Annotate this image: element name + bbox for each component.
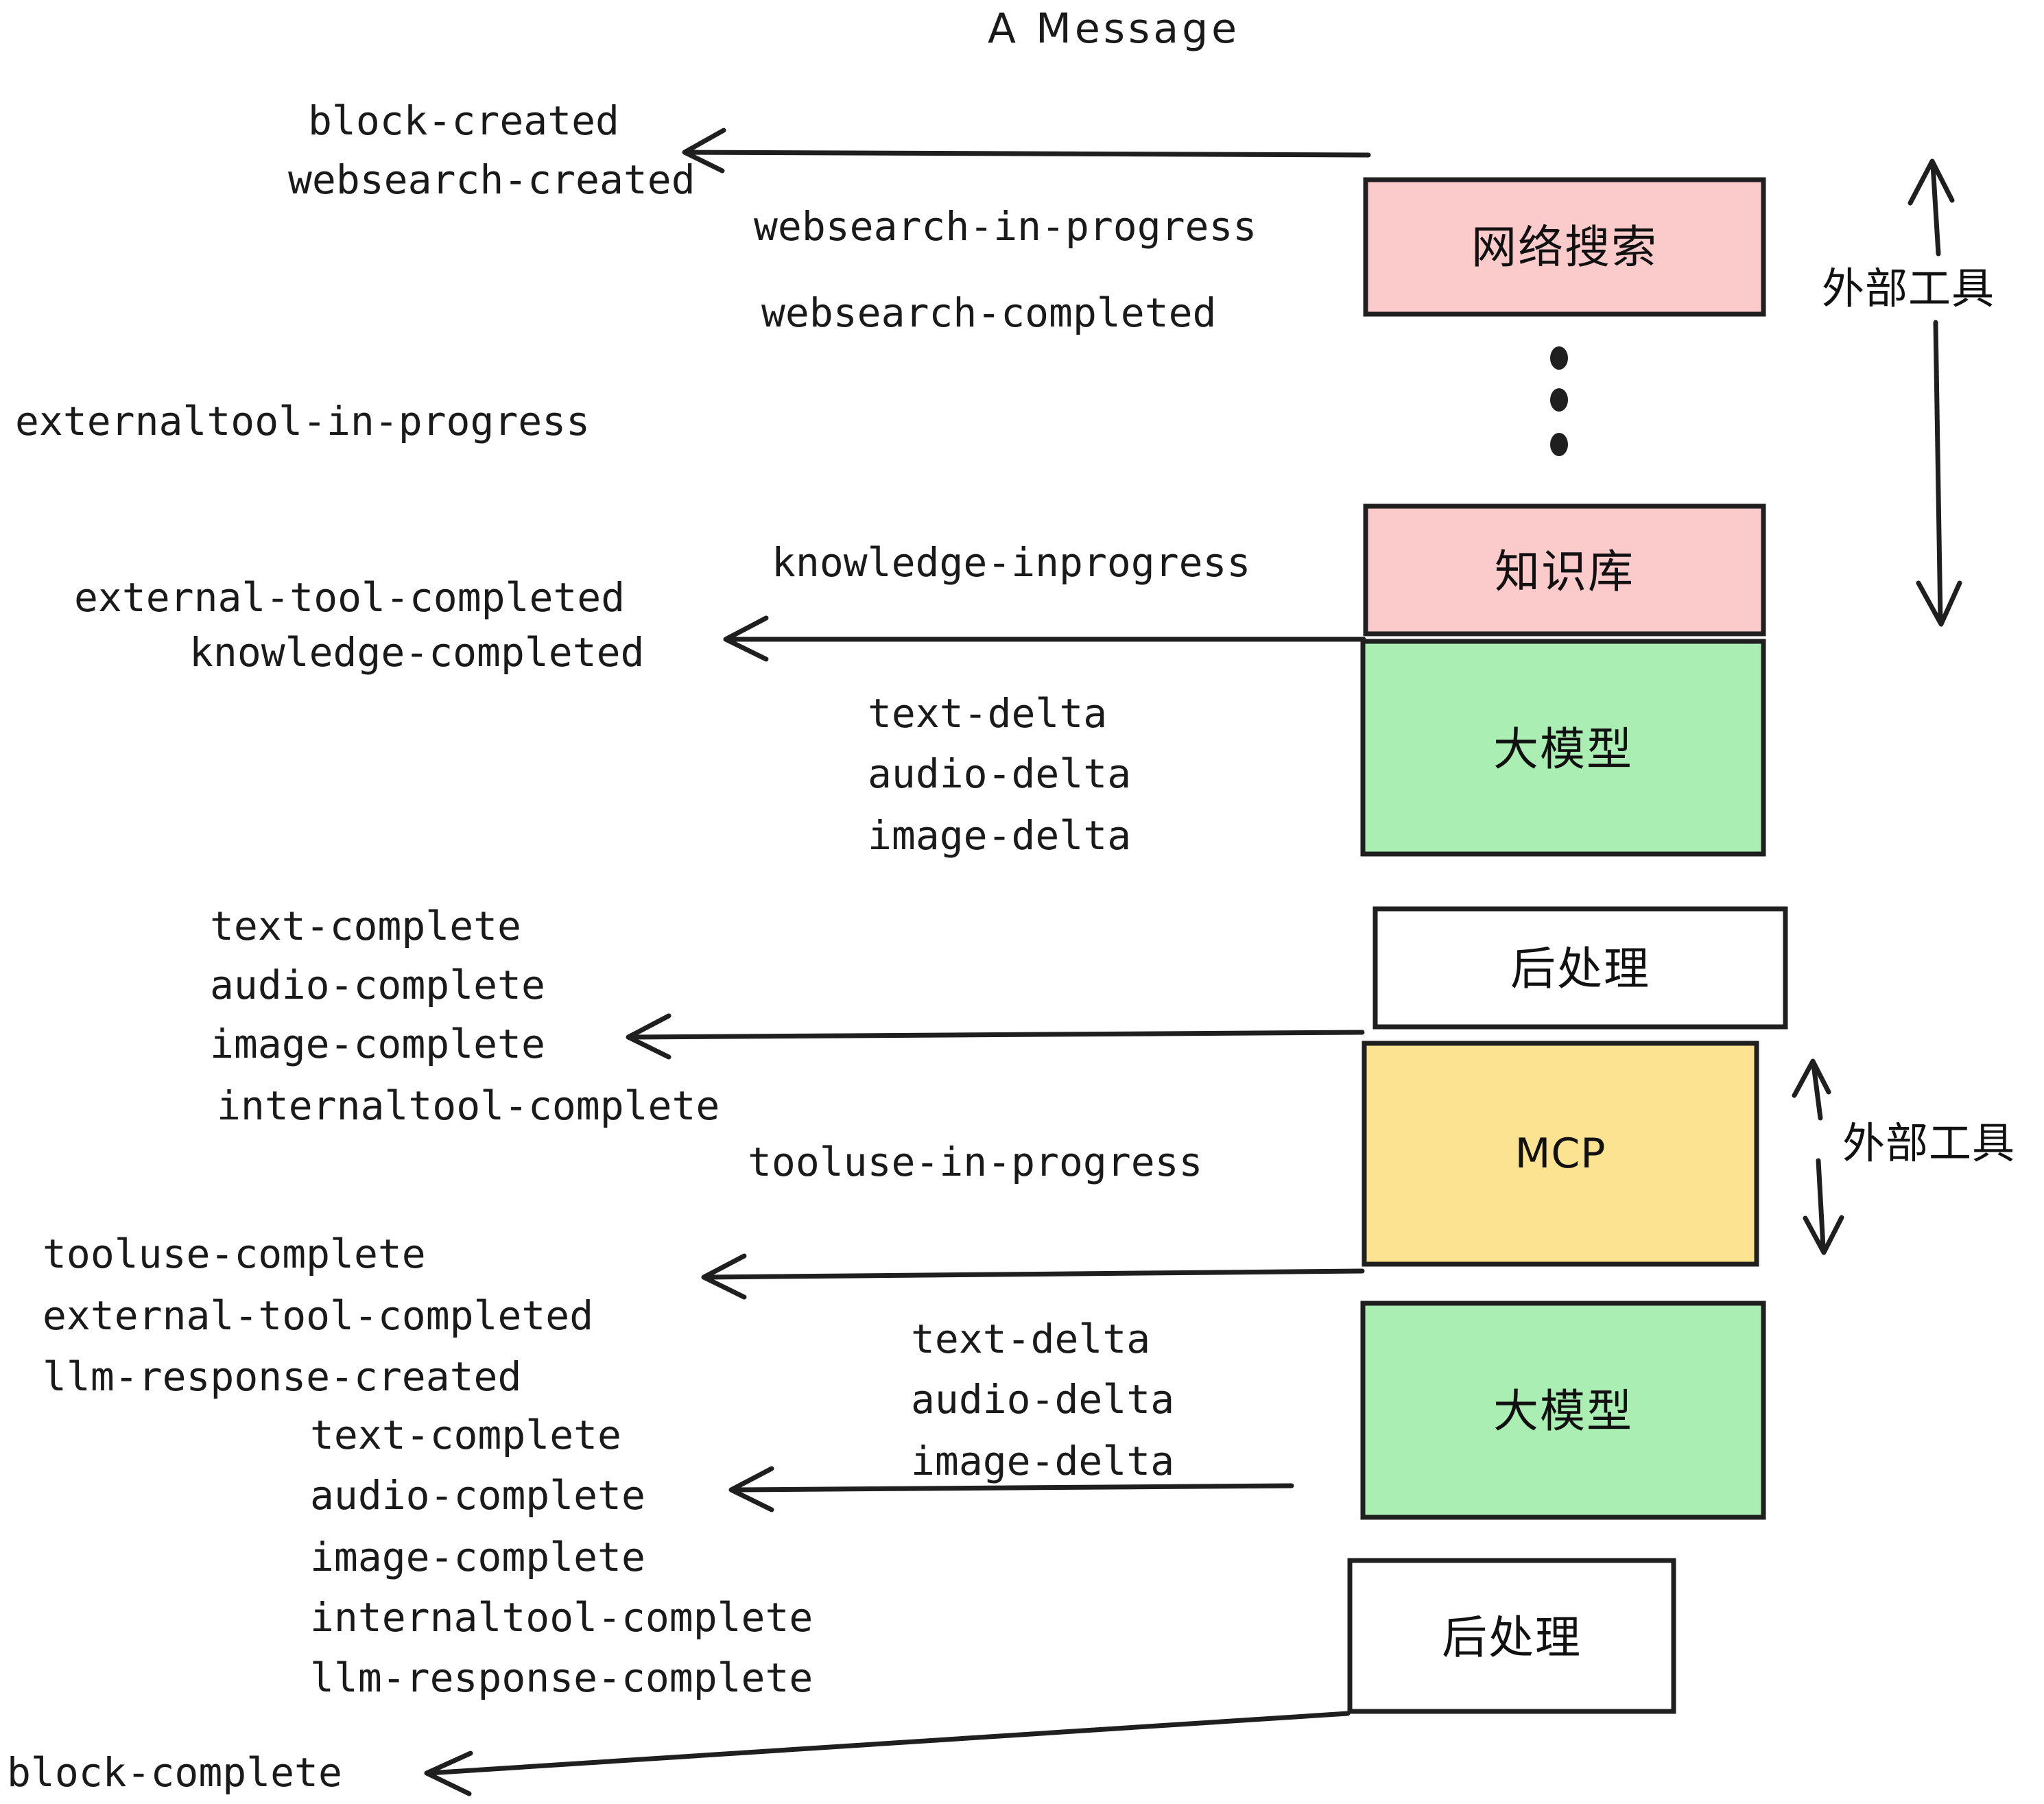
event-tooluse-complete: tooluse-complete <box>43 1231 426 1277</box>
event-llm-response-complete: llm-response-complete <box>310 1654 813 1701</box>
box-label-postprocess-top: 后处理 <box>1510 942 1650 995</box>
box-knowledge[interactable] <box>1363 503 1766 637</box>
arrow-head-left <box>723 615 769 662</box>
box-mcp[interactable] <box>1362 1041 1759 1267</box>
ellipsis-dot <box>1550 388 1568 412</box>
arrow-head-down <box>1916 580 1962 627</box>
event-llm-response-created: llm-response-created <box>43 1353 521 1400</box>
box-label-websearch: 网络搜索 <box>1471 221 1658 274</box>
box-label-mcp: MCP <box>1515 1130 1606 1178</box>
event-image-delta-2: image-delta <box>911 1438 1174 1484</box>
arrow-mcp-to-tooluse-complete <box>704 1268 1365 1280</box>
event-audio-complete-2: audio-complete <box>310 1472 645 1519</box>
event-block-complete: block-complete <box>7 1749 342 1796</box>
event-text-complete-2: text-complete <box>310 1412 621 1458</box>
box-postprocess-top[interactable] <box>1372 906 1788 1030</box>
box-llm-bottom[interactable] <box>1360 1301 1766 1520</box>
event-image-complete-1: image-complete <box>210 1021 545 1067</box>
arrow-external-tools-top-up <box>1930 162 1941 257</box>
arrow-head-up <box>1908 158 1955 206</box>
arrow-head-left <box>626 1013 672 1060</box>
arrow-external-tools-top-down <box>1933 320 1943 624</box>
event-image-complete-2: image-complete <box>310 1534 645 1580</box>
event-knowledge-inprogress: knowledge-inprogress <box>772 539 1250 586</box>
side-label-external-tools-bottom: 外部工具 <box>1842 1118 2015 1168</box>
box-label-llm-top: 大模型 <box>1493 723 1633 776</box>
event-websearch-in-progress: websearch-in-progress <box>754 203 1257 250</box>
arrow-head-left <box>682 128 726 174</box>
event-image-delta-1: image-delta <box>868 812 1131 859</box>
box-llm-top[interactable] <box>1360 639 1766 857</box>
event-audio-delta-1: audio-delta <box>868 750 1131 797</box>
arrow-head-left <box>701 1253 747 1300</box>
arrow-head-up <box>1792 1058 1831 1098</box>
event-external-tool-completed-2: external-tool-completed <box>43 1292 593 1339</box>
event-audio-delta-2: audio-delta <box>911 1376 1174 1423</box>
ellipsis-dot <box>1550 346 1568 370</box>
event-websearch-completed: websearch-completed <box>761 289 1216 336</box>
arrow-external-tools-bottom-up <box>1811 1062 1823 1121</box>
box-label-llm-bottom: 大模型 <box>1493 1385 1633 1438</box>
box-label-knowledge: 知识库 <box>1495 545 1635 598</box>
box-postprocess-bottom[interactable] <box>1347 1558 1676 1714</box>
box-websearch[interactable] <box>1363 177 1766 317</box>
event-tooluse-in-progress: tooluse-in-progress <box>748 1139 1202 1185</box>
arrow-llm-bottom-to-audio-complete <box>731 1483 1294 1493</box>
event-text-delta-2: text-delta <box>911 1316 1150 1362</box>
arrow-llm-to-image-complete <box>628 1030 1365 1040</box>
arrow-postprocess-to-block-complete <box>427 1711 1351 1776</box>
event-knowledge-completed: knowledge-completed <box>189 629 644 676</box>
event-internaltool-complete-1: internaltool-complete <box>217 1082 720 1129</box>
arrow-head-left <box>424 1750 473 1796</box>
event-text-delta-1: text-delta <box>868 690 1107 737</box>
event-block-created: block-created <box>308 97 619 144</box>
arrow-head-down <box>1803 1215 1844 1255</box>
ellipsis-dot <box>1550 433 1568 456</box>
event-external-tool-completed-1: external-tool-completed <box>74 574 625 621</box>
side-label-external-tools-top: 外部工具 <box>1822 263 1995 313</box>
page-title: A Message <box>988 5 1240 53</box>
arrow-head-left <box>728 1466 774 1512</box>
event-websearch-created: websearch-created <box>288 156 696 203</box>
arrow-websearch-to-block-created <box>683 150 1371 158</box>
event-externaltool-in-progress: externaltool-in-progress <box>15 398 590 444</box>
event-internaltool-complete-2: internaltool-complete <box>310 1594 813 1641</box>
box-label-postprocess-bottom: 后处理 <box>1442 1611 1582 1664</box>
arrow-external-tools-bottom-down <box>1816 1158 1826 1250</box>
event-audio-complete-1: audio-complete <box>210 962 545 1008</box>
event-text-complete-1: text-complete <box>210 903 521 949</box>
